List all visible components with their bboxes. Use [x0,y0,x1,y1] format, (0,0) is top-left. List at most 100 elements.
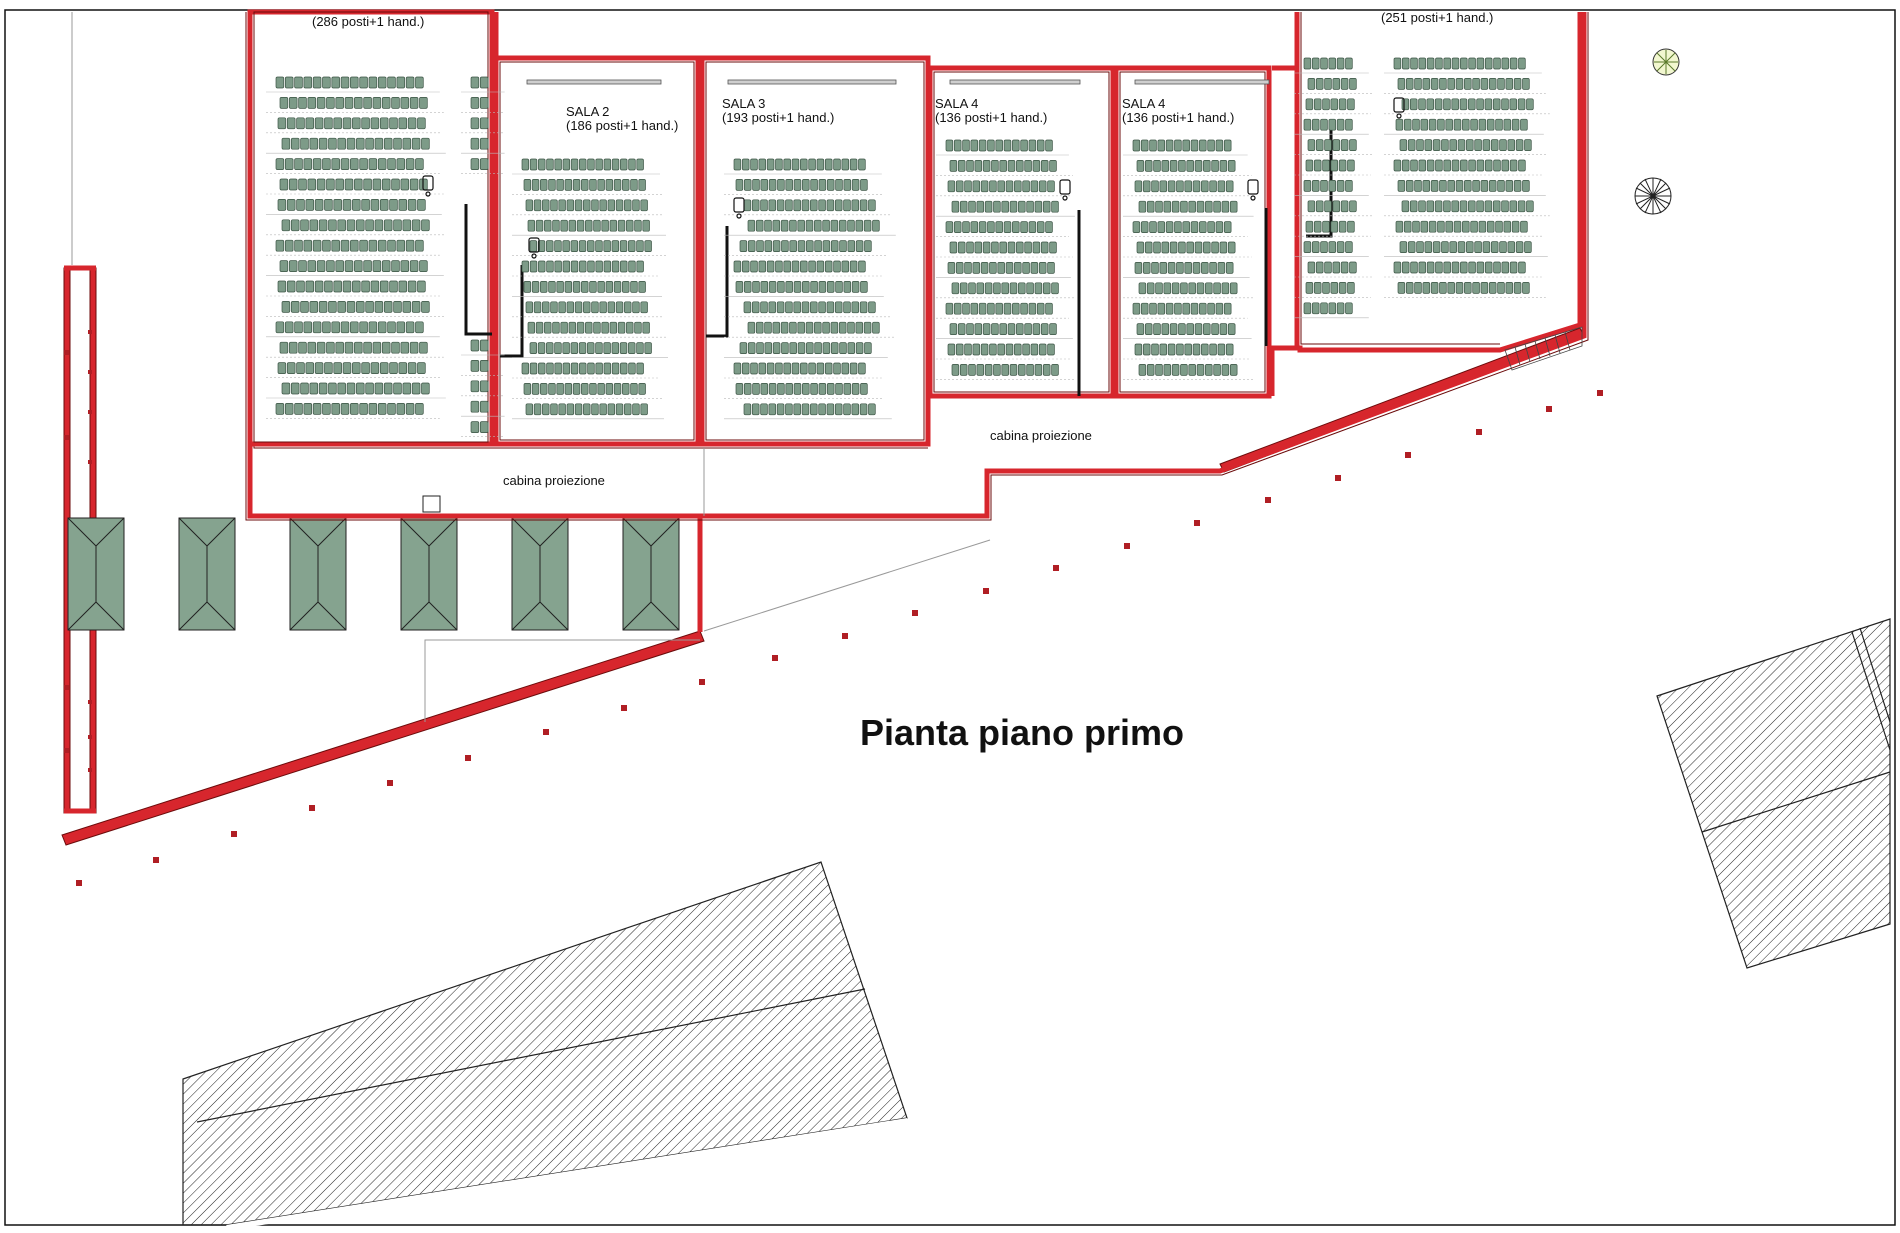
seat-row [1167,180,1176,193]
seat-row [830,240,839,252]
seat-row [1468,98,1476,111]
seat-row [777,383,785,395]
seat-row [743,301,752,314]
seat-row [307,178,317,191]
seat-row [622,281,630,293]
seat-row [989,343,997,356]
seat-row [1045,302,1053,315]
seat-row [1217,262,1226,274]
seat-row [303,76,313,89]
seat-row [359,321,368,334]
seat-row [531,383,540,395]
seat-row [1007,241,1016,254]
seat-row [1036,221,1045,233]
seat-row [638,383,646,395]
hall-4a-name: SALA 4 [935,96,978,111]
seat-row [1420,118,1429,131]
seat-row [743,383,752,395]
seat-row [1476,159,1485,172]
seat-row [307,260,317,272]
seat-row [1476,200,1484,213]
seat-row [479,360,489,372]
seat-row [1311,180,1320,192]
seat-row [372,97,382,109]
seat-row [1393,159,1402,172]
seat-row [381,341,391,354]
seat-row [554,362,562,375]
seat-row [978,139,987,152]
seat-row [533,301,542,314]
seat-row [1144,160,1153,172]
seat-row [326,260,335,272]
seat-row [368,158,378,170]
seat-row [964,262,972,274]
seat-row [1518,159,1526,172]
seat-row [1014,343,1022,356]
seat-row [540,281,548,293]
seat-row [1051,200,1059,213]
seat-row [789,342,797,354]
seat-row [868,403,876,416]
seat-row [354,97,363,109]
seat-row [294,239,303,252]
seat-row [863,321,872,334]
seat-row [1034,282,1043,295]
seat-row [400,341,410,354]
seat-row [797,219,805,232]
seat-row [550,403,558,416]
seat-row [839,342,847,354]
seat-row [785,179,793,191]
seat-row [991,241,999,254]
seat-row [1032,160,1041,172]
seat-row [949,323,958,335]
seat-row [1225,262,1234,274]
seat-row [1518,57,1526,70]
seat-row [1142,262,1151,274]
seat-row [1447,180,1455,192]
seat-row [830,342,839,354]
seat-row [1515,139,1524,151]
seat-row [579,158,587,171]
seat-row [1488,78,1497,90]
seat-row [1138,282,1147,295]
seat-row [383,137,393,150]
seat-row [783,362,791,375]
seat-row [776,199,785,212]
seat-row [1468,159,1476,172]
seat-row [1196,364,1205,376]
seat-row [802,281,810,293]
seat-row [326,341,335,354]
seat-row [1174,139,1182,152]
seat-row [1403,220,1412,233]
seat-row [1201,262,1209,274]
seat-row [735,383,744,395]
seat-row [521,362,530,375]
seat-row [479,137,489,150]
hall-2-capacity: (186 posti+1 hand.) [566,118,678,133]
seat-row [377,239,387,252]
seat-row [601,321,609,334]
seat-row [277,362,287,374]
seat-row [335,178,344,191]
seat-row [1338,282,1347,294]
seat-row [1320,302,1328,315]
seat-row [1449,241,1457,253]
seat-row [1201,180,1209,193]
seat-row [316,341,326,354]
seat-row [1163,364,1172,376]
seat-row [772,321,781,334]
seat-row [333,280,342,293]
seat-row [849,362,858,375]
seat-row [605,383,614,395]
seat-row [1405,282,1414,294]
seat-row [1012,139,1020,152]
seat-row [370,199,380,211]
seat-row [947,343,956,356]
seat-row [346,301,356,313]
seat-row [1229,200,1238,213]
seat-row [851,281,860,293]
hall-2-name: SALA 2 [566,104,609,119]
seat-row [377,403,387,415]
seat-row [843,301,851,314]
seat-row [1303,180,1312,192]
